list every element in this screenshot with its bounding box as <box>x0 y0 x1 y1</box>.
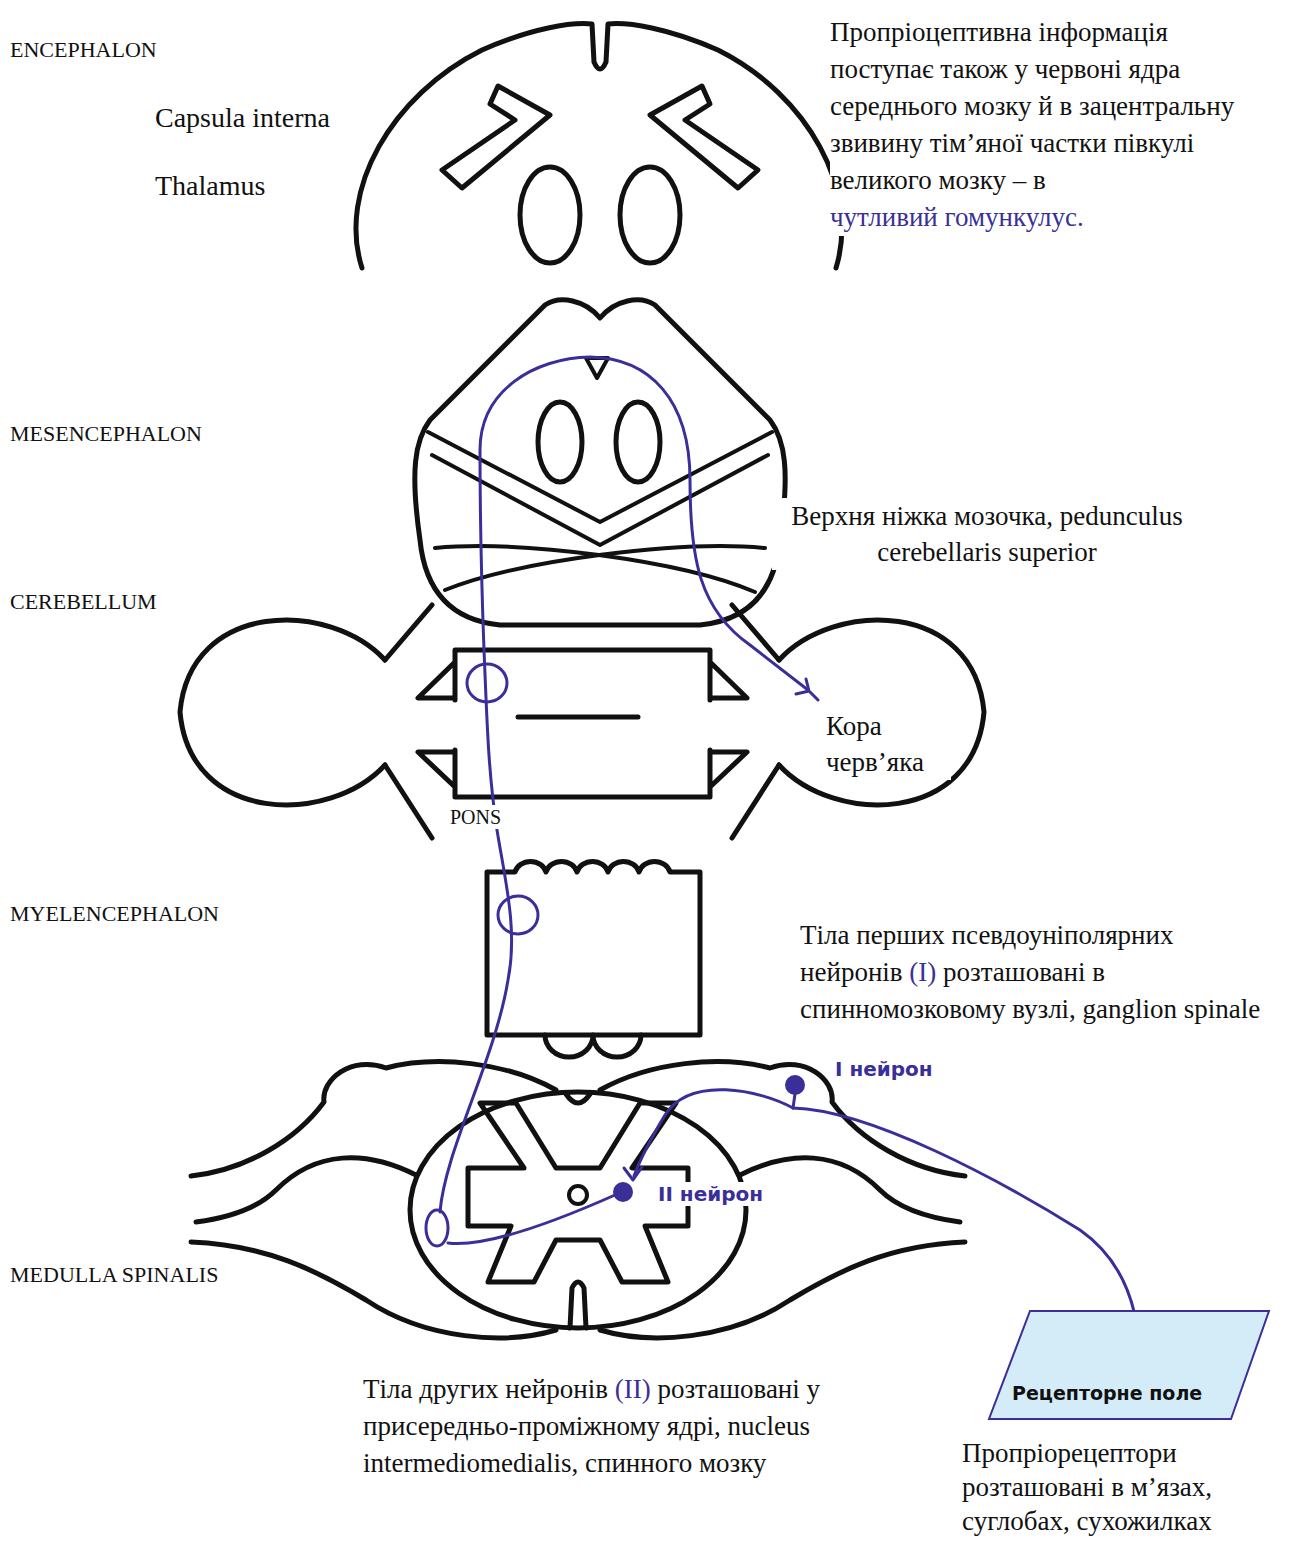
section-title: MEDULLA SPINALIS <box>10 1262 218 1288</box>
central-process <box>634 1090 793 1176</box>
peduncle-line <box>432 455 768 545</box>
first-neuron-body <box>785 1075 805 1095</box>
aqueduct-triangle <box>586 358 608 378</box>
section-title: PONS <box>450 805 501 829</box>
tract-section <box>498 896 538 934</box>
text-group: Пропріоцептивна інформація поступає тако… <box>830 14 1262 236</box>
tract-section <box>467 664 507 702</box>
medulla-outline <box>487 861 700 1035</box>
spinocerebellar-tract <box>440 357 808 1212</box>
cerebellum-line <box>385 605 779 838</box>
second-neuron-axon <box>448 1195 615 1244</box>
structure-name: Верхня ніжка мозочка, pedunculus cerebel… <box>772 498 1202 570</box>
midline <box>518 715 638 720</box>
structure-name: Thalamus <box>155 168 265 204</box>
fourth-ventricle-outline <box>418 750 747 797</box>
note-text: Тіла других нейронів <box>363 1374 608 1404</box>
neuron-number: (I) <box>909 957 936 987</box>
cortex-ending <box>796 679 818 700</box>
tract-section <box>426 1210 448 1246</box>
pyramid-bump <box>545 1035 641 1057</box>
structure-name: Кора черв’яка <box>826 708 951 780</box>
midbrain-outline <box>415 300 785 625</box>
decussation-line <box>445 546 765 590</box>
text-group: Тіла перших псевдоуніполярних нейронів(I… <box>800 917 1300 1028</box>
thalamus-shape <box>520 167 580 263</box>
meninges-outline <box>600 1242 965 1338</box>
note-text: Пропріоцептивна інформація поступає тако… <box>830 14 1262 199</box>
parallelogram-outline <box>989 1311 1269 1419</box>
section-title: CEREBELLUM <box>10 589 157 615</box>
nerve-root-outline <box>196 1158 416 1222</box>
red-nucleus-shape <box>538 402 582 482</box>
nerve-root-outline <box>740 1158 960 1222</box>
neuron-number: (II) <box>615 1374 651 1404</box>
central-canal <box>569 1186 587 1204</box>
section-title: MYELENCEPHALON <box>10 901 219 927</box>
dorsal-sulcus <box>566 1094 590 1103</box>
cerebellum-lobe <box>779 620 984 805</box>
meninges-outline <box>191 1242 556 1338</box>
synapse-ending <box>624 1167 642 1180</box>
neuron-label: I нейрон <box>835 1057 933 1081</box>
neuron-label: II нейрон <box>658 1182 763 1206</box>
section-title: MESENCEPHALON <box>10 421 202 447</box>
receptor-field: Рецепторне поле <box>988 1310 1270 1420</box>
thalamus-shape <box>620 167 680 263</box>
neuron-stem <box>793 1094 795 1108</box>
note-text: Пропріорецептори розташовані в м’язах, с… <box>962 1436 1297 1538</box>
spinal-cord-outline <box>410 1092 746 1328</box>
node-label: Рецепторне поле <box>1012 1382 1270 1404</box>
structure-name: Capsula interna <box>155 100 330 136</box>
red-nucleus-shape <box>616 402 660 482</box>
section-title: ENCEPHALON <box>10 37 157 63</box>
second-neuron-body <box>613 1182 633 1202</box>
text-group: Тіла других нейронів(II)розташовані у пр… <box>363 1371 915 1482</box>
brain-outline <box>356 24 842 268</box>
cerebellum-lobe <box>180 620 385 805</box>
ventral-fissure <box>570 1282 586 1328</box>
note-highlight: чутливий гомункулус. <box>830 199 1262 236</box>
